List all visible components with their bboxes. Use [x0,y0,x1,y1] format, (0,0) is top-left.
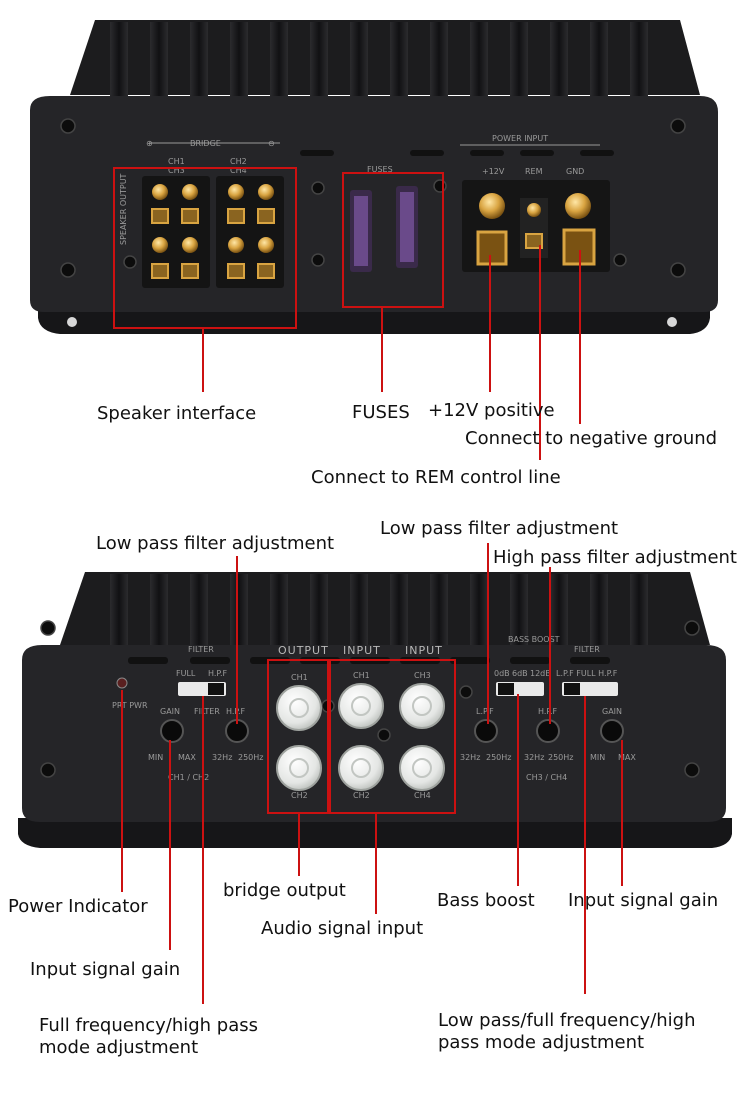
power-input-silkscreen: POWER INPUT [492,134,548,143]
label-speaker-interface: Speaker interface [97,403,257,424]
bridge-silkscreen: BRIDGE [190,139,221,148]
top-ch1-label: CH1 [168,157,185,166]
out-ch1-silkscreen: CH1 [291,673,308,682]
in-ch4-silkscreen: CH4 [414,791,431,800]
fuses-silkscreen: FUSES [367,165,393,174]
min-left-silkscreen: MIN [148,753,163,762]
label-full-hpf-mode: Full frequency/high pass mode adjustment [39,1015,259,1058]
gain-knob-left [160,719,184,743]
in-ch3-silkscreen: CH3 [414,671,431,680]
top-faceplate [30,96,718,312]
hpf-knob-right [536,719,560,743]
label-input-gain-right: Input signal gain [568,890,719,911]
label-rem-control: Connect to REM control line [311,467,561,488]
power-led [116,677,128,689]
bottom-heatsink-fins [110,574,648,646]
label-input-gain-left: Input signal gain [30,959,181,980]
bass-boost-silkscreen: BASS BOOST [508,635,560,644]
hpf-silkscreen: H.P.F [208,669,228,678]
32hz-left-silkscreen: 32Hz [212,753,232,762]
label-power-indicator: Power Indicator [8,896,148,917]
gnd-silkscreen: GND [566,167,584,176]
callout-lines [121,245,623,1004]
in-ch1-silkscreen: CH1 [353,671,370,680]
input1-silkscreen: INPUT [343,644,381,657]
filter-left-silkscreen: FILTER [188,645,214,654]
label-bridge-output: bridge output [223,880,346,901]
label-negative-ground: Connect to negative ground [465,428,718,449]
plus12v-silkscreen: +12V [482,167,505,176]
top-heatsink-fins [70,20,700,97]
32hz-right2-silkscreen: 32Hz [524,753,544,762]
lpf-knob-right [474,719,498,743]
ch34-silkscreen: CH3 / CH4 [526,773,567,782]
ch12-silkscreen: CH1 / CH2 [168,773,209,782]
rem-silkscreen: REM [525,167,543,176]
top-amplifier: ⊕ ⊖ BRIDGE POWER INPUT CH1 CH3 CH2 CH4 FU… [30,20,718,334]
hpf-knob-silkscreen: H.P.F [226,707,246,716]
power-terminal-block [462,180,610,272]
speaker-output-silkscreen: SPEAKER OUTPUT [119,173,128,245]
hpf-knob2-silkscreen: H.P.F [538,707,558,716]
250hz-left-silkscreen: 250Hz [238,753,263,762]
top-ch3-label: CH3 [168,166,185,175]
32hz-right-silkscreen: 32Hz [460,753,480,762]
gain-knob-right [600,719,624,743]
top-ch2-label: CH2 [230,157,247,166]
label-lpf-full-mode: Low pass/full frequency/high pass mode a… [438,1010,696,1053]
min-right-silkscreen: MIN [590,753,605,762]
out-ch2-silkscreen: CH2 [291,791,308,800]
label-lpf-adjust-left: Low pass filter adjustment [96,533,335,554]
max-left-silkscreen: MAX [178,753,196,762]
bottom-amplifier: FILTER FILTER BASS BOOST OUTPUT INPUT IN… [18,572,732,848]
filter-small-silkscreen: FILTER [194,707,220,716]
speaker-terminal-blocks [142,176,284,288]
gain-right-silkscreen: GAIN [602,707,622,716]
svg-text:⊖: ⊖ [268,139,275,148]
prt-pwr-silkscreen: PRT PWR [112,701,148,710]
250hz-right-silkscreen: 250Hz [486,753,511,762]
top-ch4-label: CH4 [230,166,247,175]
fuse-pair [350,186,418,272]
label-plus12v-positive: +12V positive [428,400,555,421]
label-hpf-adjust: High pass filter adjustment [493,547,737,568]
svg-text:⊕: ⊕ [146,139,153,148]
filter-right-silkscreen: FILTER [574,645,600,654]
output-silkscreen: OUTPUT [278,644,329,657]
rca-jacks [276,683,445,791]
12db-silkscreen: 12dB [530,669,551,678]
max-right-silkscreen: MAX [618,753,636,762]
label-fuses: FUSES [352,402,410,423]
label-audio-input: Audio signal input [261,918,424,939]
speaker-highlight-box [113,167,297,329]
fuses-highlight-box [342,172,444,308]
lpf-knob-silkscreen: L.P.F [476,707,494,716]
gain-left-silkscreen: GAIN [160,707,180,716]
in-ch2-silkscreen: CH2 [353,791,370,800]
audio-input-highlight-box [329,659,456,814]
6db-silkscreen: 6dB [512,669,528,678]
input2-silkscreen: INPUT [405,644,443,657]
label-bass-boost: Bass boost [437,890,535,911]
label-lpf-adjust-right: Low pass filter adjustment [380,518,619,539]
250hz-right2-silkscreen: 250Hz [548,753,573,762]
full-silkscreen: FULL [176,669,196,678]
lpf-full-hpf-silkscreen: L.P.F FULL H.P.F [556,669,618,678]
0db-silkscreen: 0dB [494,669,510,678]
